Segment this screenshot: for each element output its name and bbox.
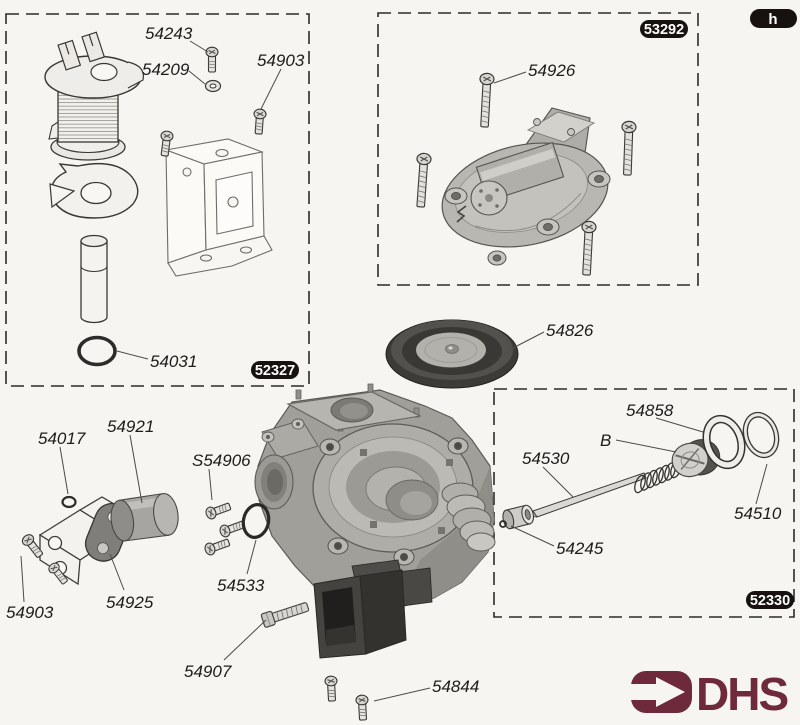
part-screw-long-left [413,152,432,208]
part-plunger [80,234,108,324]
part-o-ring-54031 [77,335,117,367]
part-filter-54921 [110,493,179,542]
part-solenoid-coil [44,31,145,161]
housing-bottom-block [313,559,433,659]
part-terminal-clip [456,205,467,223]
part-label-54017: 54017 [38,429,86,448]
housing-top-flange [286,383,422,432]
section-tab-badge: h [750,9,797,28]
svg-text:h: h [768,11,777,28]
arrow-right-icon [622,671,692,713]
leader-lines-bottom-left [20,434,257,603]
part-label-54209: 54209 [142,60,190,79]
part-bushing-54245 [502,504,535,530]
part-screw-long-right [619,120,637,176]
part-label-54903-left: 54903 [6,603,54,622]
part-label-54510: 54510 [734,504,782,523]
dashed-border-52327 [5,13,310,387]
group-badge-52330: 52330 [746,591,794,609]
part-o-ring-54858 [702,414,746,470]
part-screw-54844-b [355,694,370,721]
part-o-ring-54533 [241,503,271,539]
leader-lines-52330 [510,417,768,547]
part-label-54903-top: 54903 [257,51,305,70]
part-screw-54243 [205,46,219,73]
part-screw-54907 [260,602,310,628]
part-diaphragm-54826 [385,319,519,389]
part-screw-54844-a [324,675,339,702]
housing-main-chamber [312,423,474,553]
dhs-logo-text: DHS [696,668,787,720]
part-o-ring-54017 [61,495,77,509]
part-label-54907: 54907 [184,662,232,681]
part-label-54245: 54245 [556,539,604,558]
svg-text:52327: 52327 [255,363,295,379]
leader-line-54844 [373,687,431,702]
housing-right-port [441,482,496,552]
part-screw-54926 [476,72,495,128]
part-label-s54906: S54906 [192,451,251,470]
part-screw-long-bottom [578,220,597,276]
part-main-housing [254,383,496,659]
dhs-logo: DHS [622,668,789,720]
part-label-54031: 54031 [150,352,197,371]
svg-text:53292: 53292 [644,22,684,38]
part-mounting-bracket-frame [163,138,273,277]
group-box-52327: 54243 54209 54903 54031 52327 [5,13,310,387]
group-badge-53292: 53292 [640,20,688,38]
dashed-border-52330 [493,388,795,618]
part-screw-s54906-a [203,499,233,521]
part-label-b: B [600,431,611,450]
leader-lines-52327 [116,40,282,360]
group-inlet-bracket-assembly: 54017 54921 S54906 54903 54925 54533 [6,417,271,622]
group-badge-52327: 52327 [251,361,299,379]
part-screw-54903-top [252,108,267,135]
part-screw-s54906-c [202,535,232,557]
leader-line-54926 [493,71,527,84]
group-box-53292: 54926 53292 [377,12,699,286]
part-label-54921: 54921 [107,417,154,436]
svg-text:52330: 52330 [750,593,790,609]
part-retainer-ring [499,520,507,528]
dashed-border-53292 [377,12,699,286]
housing-bolt-ears [319,437,469,566]
group-box-52330: 54858 B 54530 54510 54245 52330 [493,388,795,618]
part-label-54926: 54926 [528,61,576,80]
part-label-54844: 54844 [432,677,479,696]
part-label-54243: 54243 [145,24,193,43]
part-ring-54510 [742,411,780,459]
housing-left-port [254,454,294,510]
part-motor-cover-assembly [441,107,611,266]
part-label-54533: 54533 [217,576,265,595]
leader-line-54907 [223,619,267,661]
part-label-54826: 54826 [546,321,594,340]
part-label-54530: 54530 [522,449,570,468]
part-label-54858: 54858 [626,401,674,420]
part-washer-54209 [204,79,222,93]
leader-line-54826 [510,331,545,350]
part-label-54925: 54925 [106,593,154,612]
part-cam-plate [49,162,139,219]
